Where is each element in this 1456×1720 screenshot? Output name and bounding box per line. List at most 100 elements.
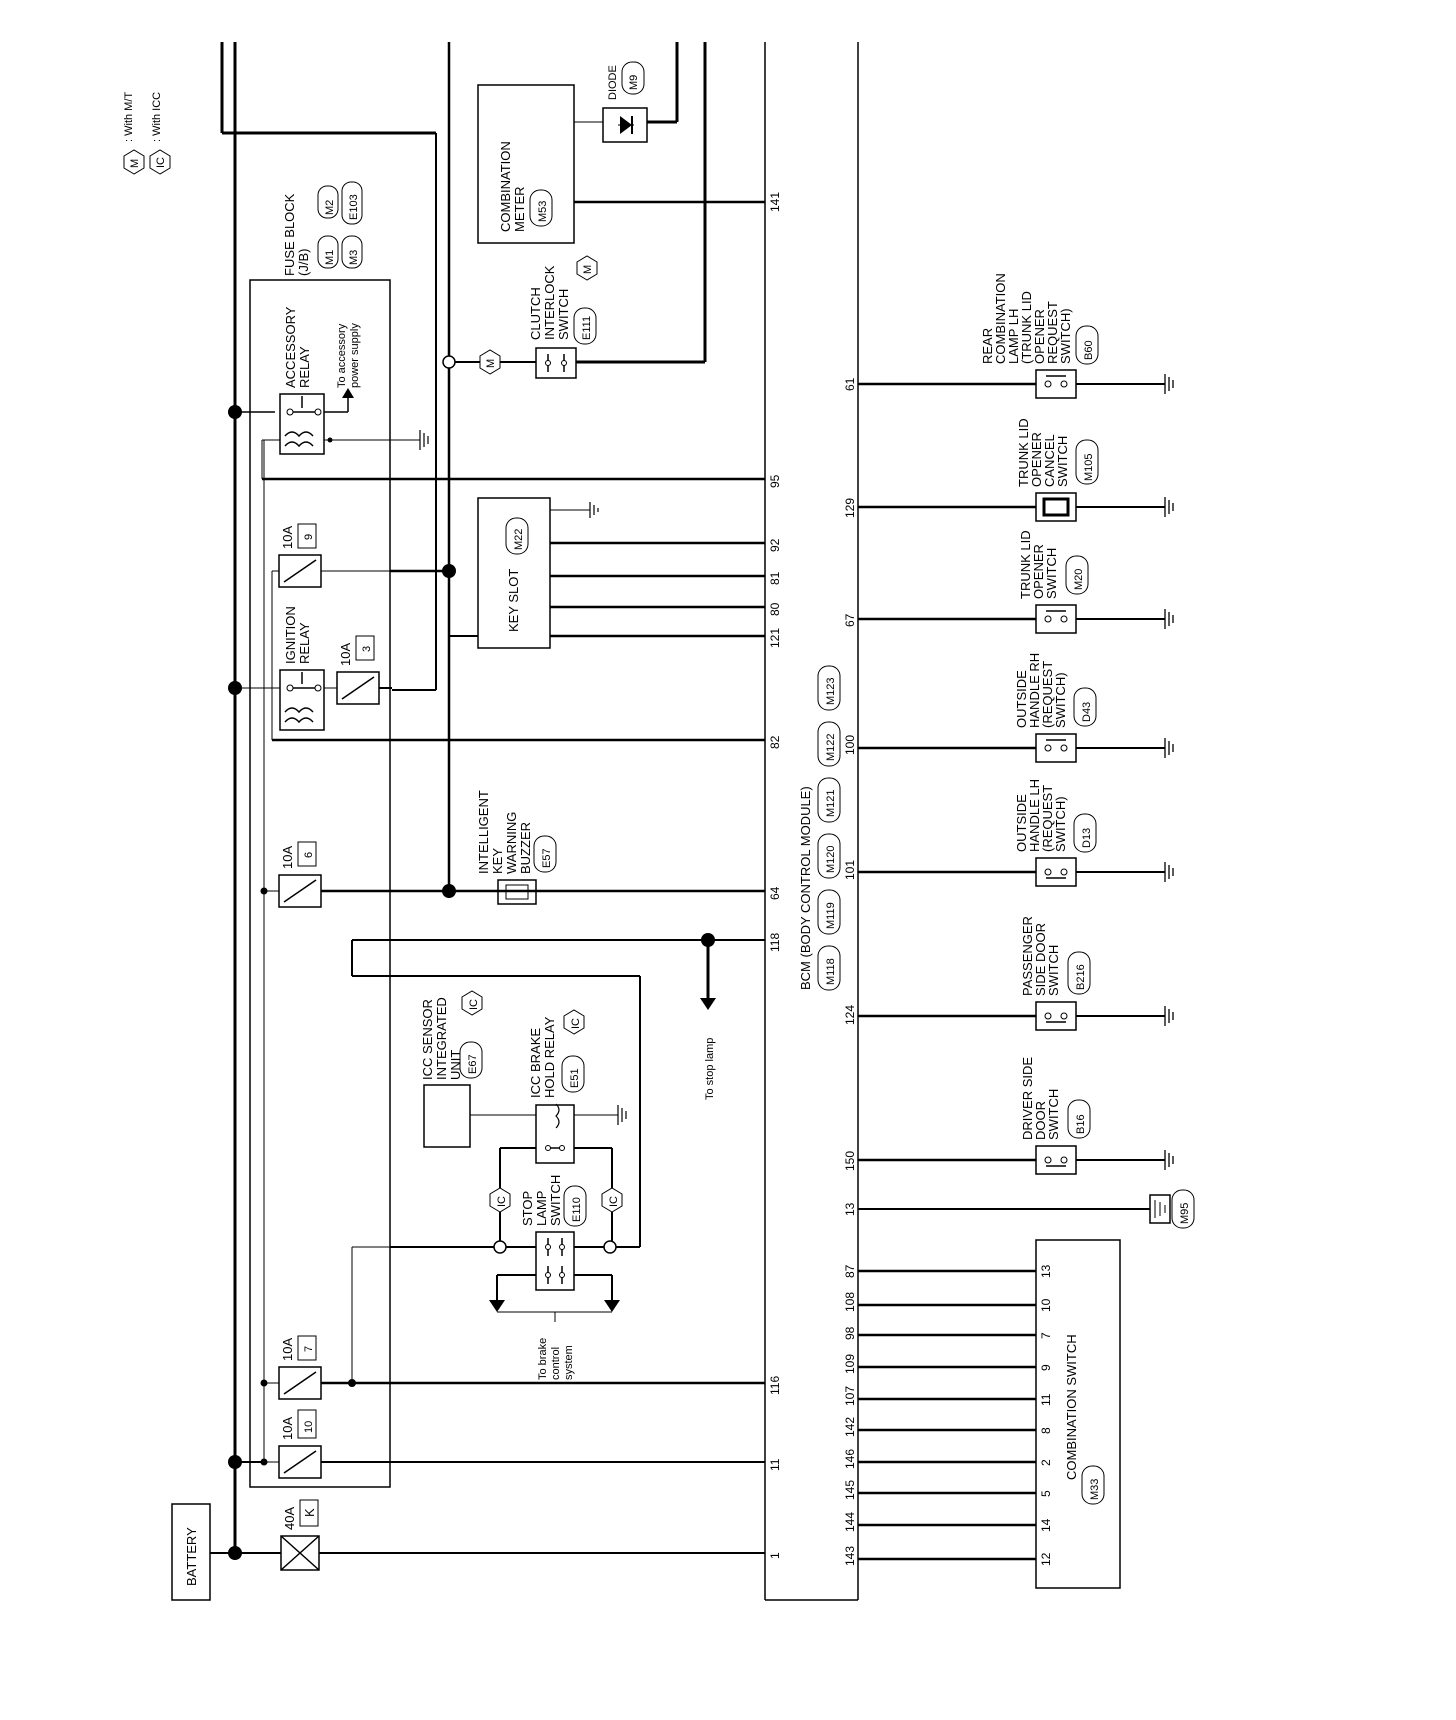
legend: M : With M/T IC : With ICC [123, 92, 171, 175]
svg-text:OUTSIDE: OUTSIDE [1014, 670, 1029, 728]
svg-text:9: 9 [303, 534, 315, 540]
fuse-block-outline [249, 279, 391, 1488]
svg-text:SIDE DOOR: SIDE DOOR [1033, 923, 1048, 996]
svg-text:REQUEST: REQUEST [1045, 301, 1060, 364]
svg-text:INTELLIGENT: INTELLIGENT [476, 790, 491, 874]
ground-symbols [1164, 374, 1174, 1170]
key-slot: KEY SLOT M22 [477, 497, 551, 649]
svg-text:OUTSIDE: OUTSIDE [1014, 794, 1029, 852]
fuse-block-label: FUSE BLOCK (J/B) M1 M2 M3 E103 [282, 181, 363, 276]
svg-text:D43: D43 [1081, 702, 1093, 722]
svg-text:1: 1 [768, 1552, 782, 1559]
fuse-10a-10: 10A 10 [264, 1409, 322, 1479]
svg-text:M3: M3 [348, 250, 360, 265]
svg-text:To accessory: To accessory [336, 323, 348, 388]
svg-text:95: 95 [768, 474, 782, 488]
bcm-bottom-pins: 61 129 67 100 101 124 150 13 87 108 98 1… [843, 377, 857, 1566]
svg-text:87: 87 [843, 1264, 857, 1278]
svg-text:13: 13 [1039, 1264, 1053, 1278]
fuse-40a-id: K [302, 1508, 317, 1517]
svg-text:118: 118 [768, 933, 782, 952]
svg-text:81: 81 [768, 571, 782, 585]
svg-text:E103: E103 [348, 194, 360, 220]
svg-text:ACCESSORY: ACCESSORY [283, 306, 298, 388]
fuse-40a-rating: 40A [282, 1507, 297, 1530]
svg-text:FUSE BLOCK: FUSE BLOCK [282, 193, 297, 276]
svg-text:6: 6 [303, 852, 315, 858]
svg-text:100: 100 [843, 735, 857, 755]
svg-text:M: M [485, 359, 497, 368]
svg-text:SWITCH: SWITCH [548, 1175, 563, 1226]
svg-text:M22: M22 [513, 529, 525, 550]
svg-text:11: 11 [1039, 1393, 1053, 1406]
svg-text:RELAY: RELAY [297, 622, 312, 664]
svg-text:E51: E51 [569, 1068, 581, 1088]
svg-text:145: 145 [843, 1480, 857, 1500]
svg-text:14: 14 [1039, 1518, 1053, 1532]
svg-text:COMBINATION: COMBINATION [498, 141, 513, 232]
svg-text:SWITCH: SWITCH [1055, 436, 1070, 487]
fuse-10a-3: 10A 3 [336, 635, 380, 705]
combination-switch-pins: 13 10 7 9 11 8 2 5 14 12 [1039, 1264, 1053, 1566]
bcm-module: BCM (BODY CONTROL MODULE) M118 M119 M120… [764, 42, 859, 1601]
svg-text:system: system [563, 1345, 575, 1380]
svg-text:COMBINATION SWITCH: COMBINATION SWITCH [1064, 1334, 1079, 1480]
fuse-10a-6: 10A 6 [264, 841, 322, 908]
bcm-connectors: M118 M119 M120 M121 M122 M123 [817, 665, 841, 991]
fuse-10a-7: 10A 7 [264, 1335, 322, 1400]
svg-text:98: 98 [843, 1326, 857, 1340]
svg-text:M1: M1 [324, 250, 336, 265]
svg-text:IC: IC [496, 1196, 508, 1207]
svg-text:E111: E111 [581, 316, 593, 340]
ignition-relay: IGNITION RELAY [279, 606, 325, 731]
svg-text:IC: IC [608, 1196, 620, 1207]
accessory-relay: ACCESSORY RELAY To accessory power suppl… [279, 306, 361, 455]
svg-text:(TRUNK LID: (TRUNK LID [1019, 291, 1034, 364]
svg-text:M105: M105 [1083, 453, 1095, 481]
trunk-lid-cancel-switch: TRUNK LID OPENER CANCEL SWITCH M105 [1016, 418, 1099, 522]
svg-text:SWITCH): SWITCH) [1058, 308, 1073, 364]
svg-text:142: 142 [843, 1417, 857, 1437]
svg-text:SWITCH: SWITCH [1046, 945, 1061, 996]
svg-text:M121: M121 [825, 789, 837, 817]
svg-text:E110: E110 [571, 1197, 583, 1222]
svg-text:HANDLE RH: HANDLE RH [1027, 653, 1042, 728]
svg-text:10A: 10A [280, 846, 295, 869]
svg-text:IC: IC [570, 1018, 582, 1029]
passenger-door-switch: PASSENGER SIDE DOOR SWITCH B216 [1020, 916, 1091, 1031]
intelligent-key-buzzer: INTELLIGENT KEY WARNING BUZZER E57 [476, 790, 557, 905]
svg-text:DOOR: DOOR [1033, 1101, 1048, 1140]
svg-text:IC: IC [155, 157, 167, 168]
svg-text:10A: 10A [280, 1417, 295, 1440]
svg-text:M123: M123 [825, 677, 837, 705]
combination-switch: COMBINATION SWITCH M33 [1035, 1239, 1121, 1589]
outside-handle-rh-switch: OUTSIDE HANDLE RH (REQUEST SWITCH) D43 [1014, 653, 1097, 763]
svg-text:CANCEL: CANCEL [1042, 434, 1057, 487]
svg-text:(REQUEST: (REQUEST [1040, 661, 1055, 728]
svg-text:150: 150 [843, 1151, 857, 1171]
svg-text:B216: B216 [1075, 964, 1087, 990]
svg-text:UNIT: UNIT [448, 1050, 463, 1080]
svg-text:WARNING: WARNING [504, 812, 519, 874]
svg-text:10: 10 [303, 1421, 315, 1433]
svg-text:: With M/T: : With M/T [123, 92, 135, 142]
trunk-lid-opener-switch: TRUNK LID OPENER SWITCH M20 [1018, 530, 1089, 634]
svg-text:LAMP: LAMP [534, 1191, 549, 1226]
stop-lamp-switch: STOP LAMP SWITCH E110 [520, 1175, 587, 1291]
svg-text:101: 101 [843, 860, 857, 880]
svg-text:M33: M33 [1089, 1479, 1101, 1500]
svg-text:144: 144 [843, 1512, 857, 1532]
svg-text:146: 146 [843, 1449, 857, 1469]
svg-text:92: 92 [768, 538, 782, 552]
svg-text:10A: 10A [338, 643, 353, 666]
svg-text:64: 64 [768, 886, 782, 900]
bcm-label: BCM (BODY CONTROL MODULE) [798, 786, 813, 990]
svg-text:E67: E67 [467, 1054, 479, 1074]
svg-text:B60: B60 [1083, 340, 1095, 360]
svg-text:(REQUEST: (REQUEST [1040, 785, 1055, 852]
svg-text:143: 143 [843, 1546, 857, 1566]
diode: DIODE M9 [602, 61, 648, 143]
svg-text:: With ICC: : With ICC [151, 92, 163, 142]
battery-label: BATTERY [184, 1527, 199, 1586]
